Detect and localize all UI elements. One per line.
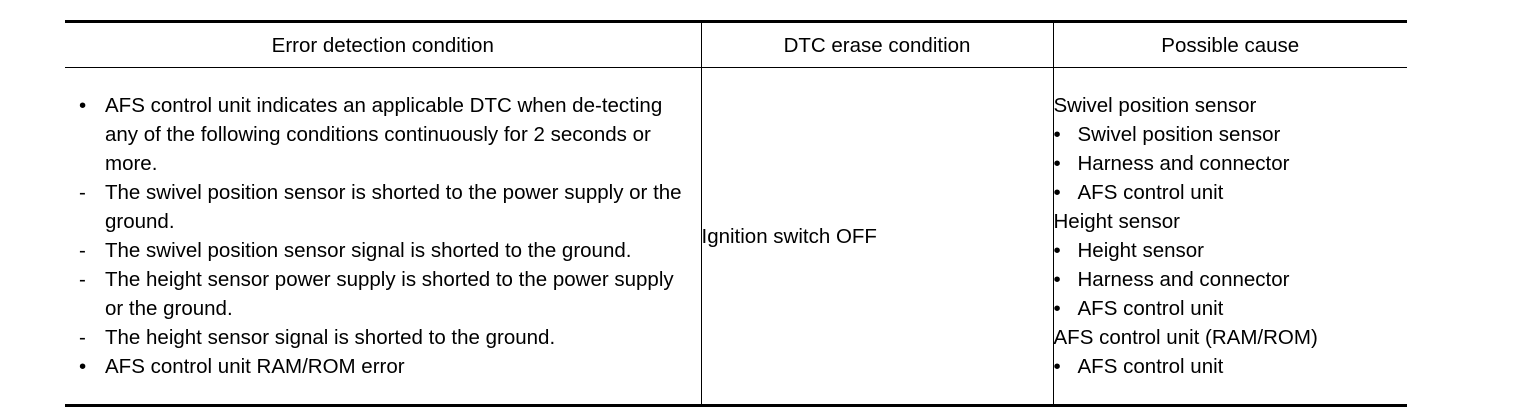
list-item: • AFS control unit [1054, 294, 1408, 323]
list-marker: - [79, 181, 86, 204]
list-item: • AFS control unit [1054, 178, 1408, 207]
list-item-text: AFS control unit [1077, 297, 1224, 320]
list-item: • Height sensor [1054, 236, 1408, 265]
bullet-icon: • [1053, 123, 1061, 146]
list-item: • AFS control unit [1054, 352, 1408, 381]
cause-list: • Swivel position sensor • Harness and con… [1054, 120, 1408, 207]
list-item: -The swivel position sensor is shorted t… [79, 178, 693, 236]
list-item: • AFS control unit indicates an applicabl… [79, 91, 693, 178]
header-dtc-erase-condition: DTC erase condition [700, 20, 1054, 68]
list-item: • Harness and connector [1054, 149, 1408, 178]
list-item: • Harness and connector [1054, 265, 1408, 294]
list-marker: - [79, 268, 86, 291]
list-item-text: The height sensor power supply is shorte… [105, 268, 674, 320]
cause-group-title: AFS control unit (RAM/ROM) [1053, 326, 1318, 349]
table-header-row: Error detection condition DTC erase cond… [65, 20, 1407, 68]
cause-group-title: Height sensor [1053, 210, 1180, 233]
list-item-text: AFS control unit [1077, 355, 1224, 378]
list-item: -The swivel position sensor signal is sh… [79, 236, 693, 265]
list-item-text: Height sensor [1077, 239, 1204, 262]
bullet-icon: • [1053, 152, 1061, 175]
cause-group-title: Swivel position sensor [1053, 94, 1257, 117]
list-item-text: Swivel position sensor [1077, 123, 1281, 146]
list-marker: - [79, 326, 86, 349]
bullet-icon: • [1053, 181, 1061, 204]
list-item-text: AFS control unit RAM/ROM error [105, 355, 405, 378]
list-item: • Swivel position sensor [1054, 120, 1408, 149]
list-item-text: The height sensor signal is shorted to t… [105, 326, 556, 349]
list-item: -The height sensor power supply is short… [79, 265, 693, 323]
cause-list: • Height sensor • Harness and connector • A… [1054, 236, 1408, 323]
list-item: -The height sensor signal is shorted to … [79, 323, 693, 352]
list-marker: - [79, 239, 86, 262]
cause-group-swivel: Swivel position sensor • Swivel position … [1054, 91, 1408, 207]
list-marker: • [79, 355, 87, 378]
list-item: • AFS control unit RAM/ROM error [79, 352, 693, 381]
list-item-text: Harness and connector [1077, 152, 1290, 175]
dtc-erase-condition-cell: Ignition switch OFF [700, 67, 1054, 407]
list-marker: • [79, 94, 87, 117]
header-possible-cause: Possible cause [1052, 20, 1407, 68]
cause-list: • AFS control unit [1054, 352, 1408, 381]
bullet-icon: • [1053, 239, 1061, 262]
list-item-text: AFS control unit indicates an applicable… [105, 94, 663, 175]
list-item-text: The swivel position sensor is shorted to… [105, 181, 682, 233]
possible-cause-cell: Swivel position sensor • Swivel position … [1052, 67, 1408, 407]
cause-group-height: Height sensor • Height sensor • Harness an… [1054, 207, 1408, 323]
bullet-icon: • [1053, 355, 1061, 378]
error-detection-list: • AFS control unit indicates an applicabl… [65, 91, 701, 381]
table-row: • AFS control unit indicates an applicabl… [65, 67, 1408, 407]
error-detection-cell: • AFS control unit indicates an applicabl… [65, 67, 702, 407]
cause-group-ram-rom: AFS control unit (RAM/ROM) • AFS control … [1054, 323, 1408, 381]
list-item-text: Harness and connector [1077, 268, 1290, 291]
bullet-icon: • [1053, 297, 1061, 320]
header-error-detection-condition: Error detection condition [65, 20, 702, 68]
list-item-text: AFS control unit [1077, 181, 1224, 204]
list-item-text: The swivel position sensor signal is sho… [105, 239, 632, 262]
bullet-icon: • [1053, 268, 1061, 291]
dtc-specification-table: Error detection condition DTC erase cond… [65, 20, 1407, 407]
